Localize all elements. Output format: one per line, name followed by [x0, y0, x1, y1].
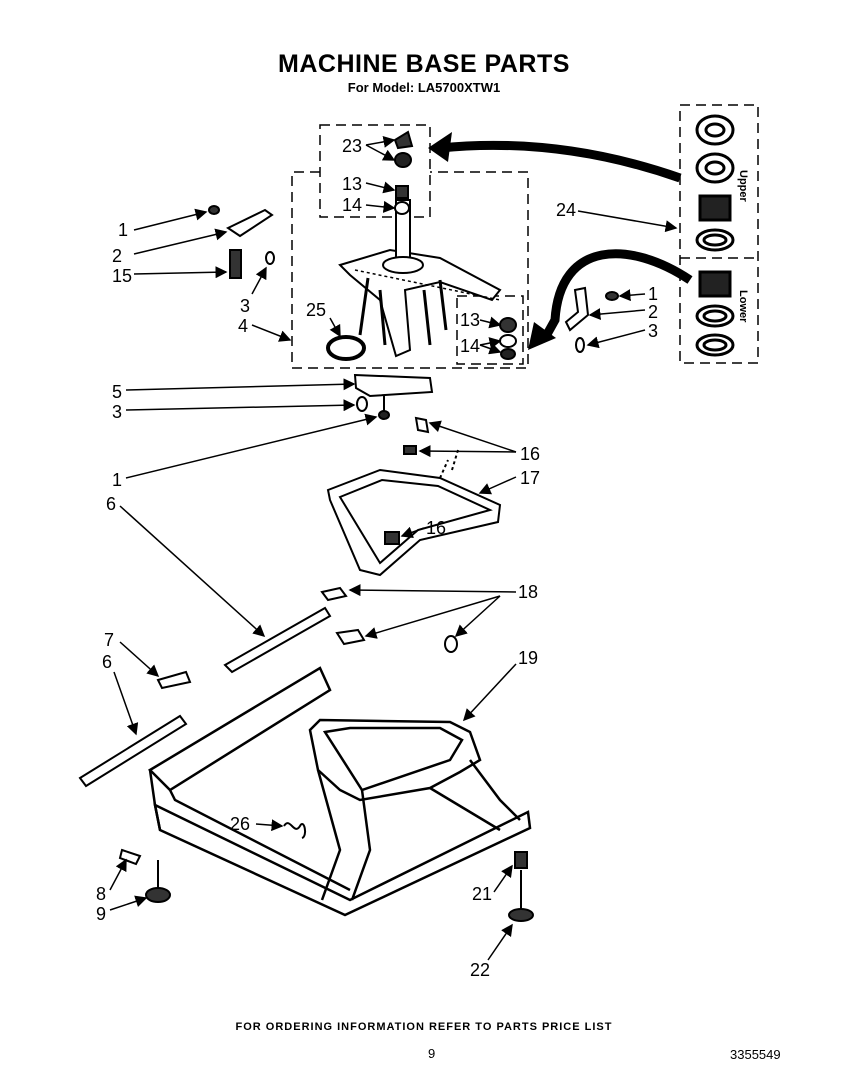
seal-ring — [326, 335, 366, 361]
right-bracket-parts — [564, 286, 619, 353]
bearing-kit-panel: Upper Lower — [679, 104, 759, 364]
callout: 2 — [112, 246, 122, 266]
callout: 6 — [106, 494, 116, 514]
callout: 8 — [96, 884, 106, 904]
callout: 13 — [460, 310, 480, 330]
callout: 22 — [470, 960, 490, 980]
callout: 4 — [238, 316, 248, 336]
lower-box-bearings — [499, 317, 517, 360]
dashed-group-boxes — [291, 124, 529, 369]
callout: 1 — [112, 470, 122, 490]
spring — [283, 822, 307, 839]
lower-bearing-stack — [695, 270, 735, 357]
callout: 23 — [342, 136, 362, 156]
callout: 26 — [230, 814, 250, 834]
callout: 21 — [472, 884, 492, 904]
callout: 18 — [518, 582, 538, 602]
support-bracket — [353, 373, 434, 420]
callout: 16 — [520, 444, 540, 464]
callout: 19 — [518, 648, 538, 668]
callout: 1 — [648, 284, 658, 304]
callout: 15 — [112, 266, 132, 286]
callout: 2 — [648, 302, 658, 322]
callout: 16 — [426, 518, 446, 538]
cabinet-base-frame — [147, 666, 532, 917]
callout-labels: 23 13 14 1 2 15 3 4 25 13 14 24 1 2 3 5 … — [96, 136, 658, 980]
kit-pointer-arrows — [428, 132, 693, 350]
callout: 3 — [240, 296, 250, 316]
callout: 17 — [520, 468, 540, 488]
callout: 13 — [342, 174, 362, 194]
upper-bearing-stack — [695, 114, 735, 252]
callout: 7 — [104, 630, 114, 650]
ordering-note: FOR ORDERING INFORMATION REFER TO PARTS … — [235, 1021, 613, 1033]
leader-lines — [109, 135, 678, 961]
left-bracket-parts — [208, 205, 275, 279]
callout: 9 — [96, 904, 106, 924]
clips — [320, 586, 458, 653]
lower-kit-label: Lower — [737, 290, 749, 323]
side-rails — [78, 606, 332, 788]
upper-kit-label: Upper — [737, 170, 749, 203]
motor-platform — [326, 416, 502, 577]
page-number: 9 — [428, 1046, 436, 1061]
callout: 5 — [112, 382, 122, 402]
callout: 6 — [102, 652, 112, 672]
callout: 25 — [306, 300, 326, 320]
callout: 14 — [342, 195, 362, 215]
document-number: 3355549 — [730, 1047, 781, 1062]
leveling-feet — [118, 848, 534, 922]
bearing-top-box — [319, 124, 431, 218]
model-subtitle: For Model: LA5700XTW1 — [347, 80, 501, 95]
callout: 14 — [460, 336, 480, 356]
top-bearings — [393, 130, 414, 215]
callout: 3 — [648, 321, 658, 341]
page-title: MACHINE BASE PARTS — [278, 50, 570, 78]
hub-assembly — [338, 199, 502, 358]
callout: 1 — [118, 220, 128, 240]
callout: 3 — [112, 402, 122, 422]
callout: 24 — [556, 200, 576, 220]
drive-assembly-box — [291, 171, 529, 369]
